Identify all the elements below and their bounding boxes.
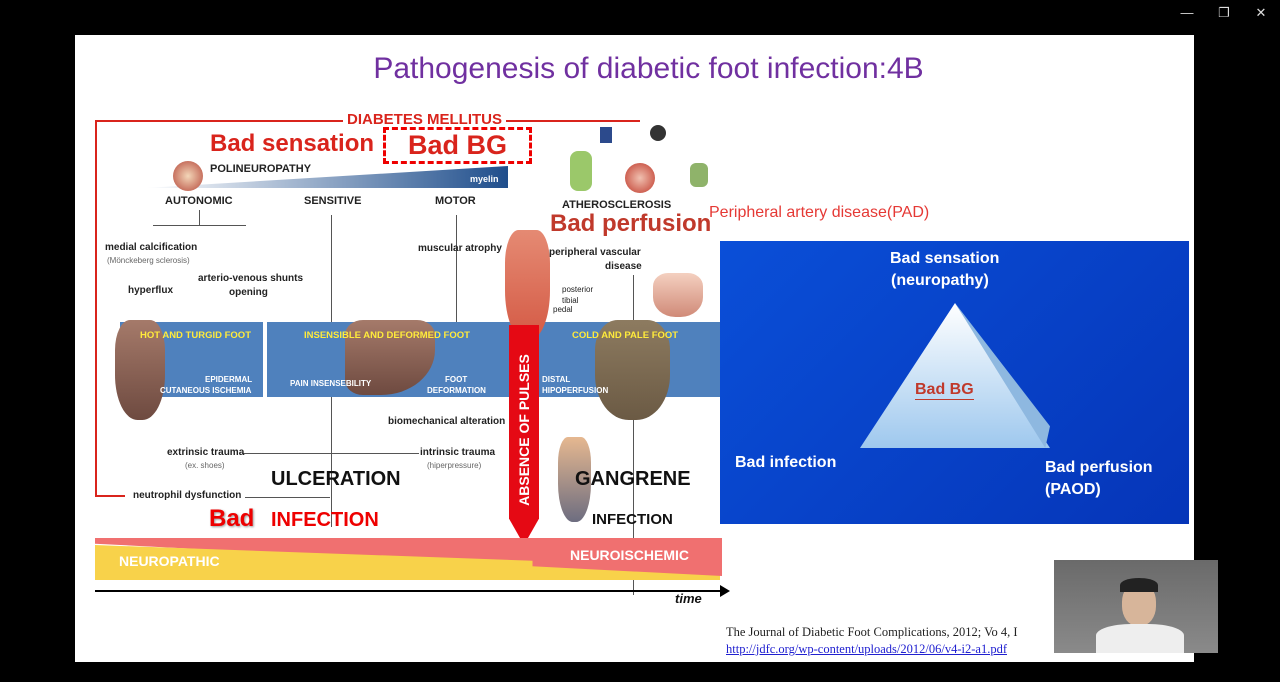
triangle-top-label: Bad sensation	[890, 250, 1000, 267]
deformation-label: DEFORMATION	[427, 386, 486, 395]
triangle-center-label: Bad BG	[915, 381, 974, 400]
ex-shoes-label: (ex. shoes)	[185, 461, 225, 470]
distal-label: DISTAL	[542, 375, 571, 384]
muscular-atrophy-label: muscular atrophy	[418, 243, 502, 254]
triangle-shape	[860, 303, 1050, 448]
autonomic-label: AUTONOMIC	[165, 195, 233, 207]
myelin-label: myelin	[470, 174, 499, 184]
connector	[331, 215, 332, 327]
hyperflux-label: hyperflux	[128, 285, 174, 296]
foot-image	[115, 320, 165, 420]
intrinsic-label: intrinsic trauma	[420, 447, 496, 458]
hot-foot-label: HOT AND TURGID FOOT	[140, 330, 251, 341]
polineuropathy-label: POLINEUROPATHY	[210, 163, 312, 175]
absence-of-pulses-arrow	[509, 325, 539, 545]
ulceration-label: ULCERATION	[271, 468, 401, 490]
citation-text: The Journal of Diabetic Foot Complicatio…	[726, 625, 1018, 639]
neuropathic-label: NEUROPATHIC	[119, 553, 220, 569]
bad-bg-label: Bad BG	[383, 127, 533, 164]
cutaneous-label: CUTANEOUS ISCHEMIA	[160, 386, 252, 395]
connector	[633, 275, 634, 595]
time-axis	[95, 590, 725, 592]
neutrophil-arrow	[95, 495, 125, 497]
av-shunts-label: arterio-venous shunts	[198, 273, 304, 284]
bad-label: Bad	[209, 505, 255, 532]
pain-label: PAIN INSENSEBILITY	[290, 379, 372, 388]
vascular-foot-image	[653, 273, 703, 317]
biomech-label: biomechanical alteration	[388, 416, 506, 427]
diabetes-label: DIABETES MELLITUS	[343, 111, 507, 128]
hiperpressure-label: (hiperpressure)	[427, 461, 482, 470]
restore-button[interactable]: ❐	[1218, 5, 1230, 20]
connector	[199, 210, 200, 225]
connector	[153, 225, 246, 226]
close-button[interactable]: ✕	[1255, 5, 1267, 20]
triangle-right-sub-label: (PAOD)	[1045, 481, 1101, 498]
four-b-panel: Bad sensation (neuropathy) Bad BG Bad in…	[720, 241, 1189, 524]
hipoperfusion-label: HIPOPERFUSION	[542, 386, 609, 395]
webcam-video	[1054, 560, 1218, 653]
time-label: time	[675, 591, 702, 606]
foot-image	[505, 230, 550, 340]
infection-label-2: INFECTION	[592, 511, 673, 528]
bad-perfusion-label: Bad perfusion	[550, 210, 712, 237]
pvd-label: peripheral vascular	[549, 247, 641, 258]
minimize-button[interactable]: —	[1180, 5, 1194, 20]
connector	[245, 497, 330, 498]
pad-label: Peripheral artery disease(PAD)	[709, 204, 930, 221]
epidermal-label: EPIDERMAL	[205, 375, 253, 384]
tibial-label: tibial	[562, 296, 579, 305]
bad-sensation-label: Bad sensation	[210, 130, 375, 157]
triangle-left-label: Bad infection	[735, 454, 837, 471]
gangrene-label: GANGRENE	[575, 468, 691, 490]
opening-label: opening	[229, 287, 268, 298]
triangle-top-sub-label: (neuropathy)	[891, 272, 989, 289]
infection-label: INFECTION	[271, 509, 379, 531]
risk-factors-illustration	[570, 123, 720, 198]
disease-label: disease	[605, 261, 642, 272]
presentation-slide: Pathogenesis of diabetic foot infection:…	[75, 35, 1194, 662]
connector	[331, 397, 332, 527]
nerve-icon	[173, 161, 203, 191]
time-arrow-icon	[720, 585, 730, 597]
medial-calcification-label: medial calcification	[105, 242, 198, 253]
sensitive-label: SENSITIVE	[304, 195, 362, 207]
monckeberg-label: (Mönckeberg sclerosis)	[107, 256, 190, 265]
foot-image	[595, 320, 670, 420]
atherosclerosis-label: ATHEROSCLEROSIS	[562, 199, 672, 211]
insensible-foot-label: INSENSIBLE AND DEFORMED FOOT	[304, 330, 470, 341]
cold-foot-label: COLD AND PALE FOOT	[572, 330, 679, 341]
diabetes-left-line	[95, 120, 97, 496]
triangle-right-label: Bad perfusion	[1045, 459, 1153, 476]
neuroischemic-label: NEUROISCHEMIC	[570, 547, 690, 563]
posterior-label: posterior	[562, 285, 594, 294]
gangrene-foot-image	[558, 437, 591, 522]
motor-label: MOTOR	[435, 195, 476, 207]
pedal-label: pedal	[553, 305, 573, 314]
absence-of-pulses-label: ABSENCE OF PULSES	[516, 354, 532, 506]
neutrophil-label: neutrophil dysfunction	[133, 490, 242, 501]
citation-link[interactable]: http://jdfc.org/wp-content/uploads/2012/…	[726, 642, 1007, 656]
slide-title: Pathogenesis of diabetic foot infection:…	[373, 52, 924, 85]
connector	[456, 215, 457, 327]
foot-def-label: FOOT	[445, 375, 468, 384]
extrinsic-label: extrinsic trauma	[167, 447, 245, 458]
